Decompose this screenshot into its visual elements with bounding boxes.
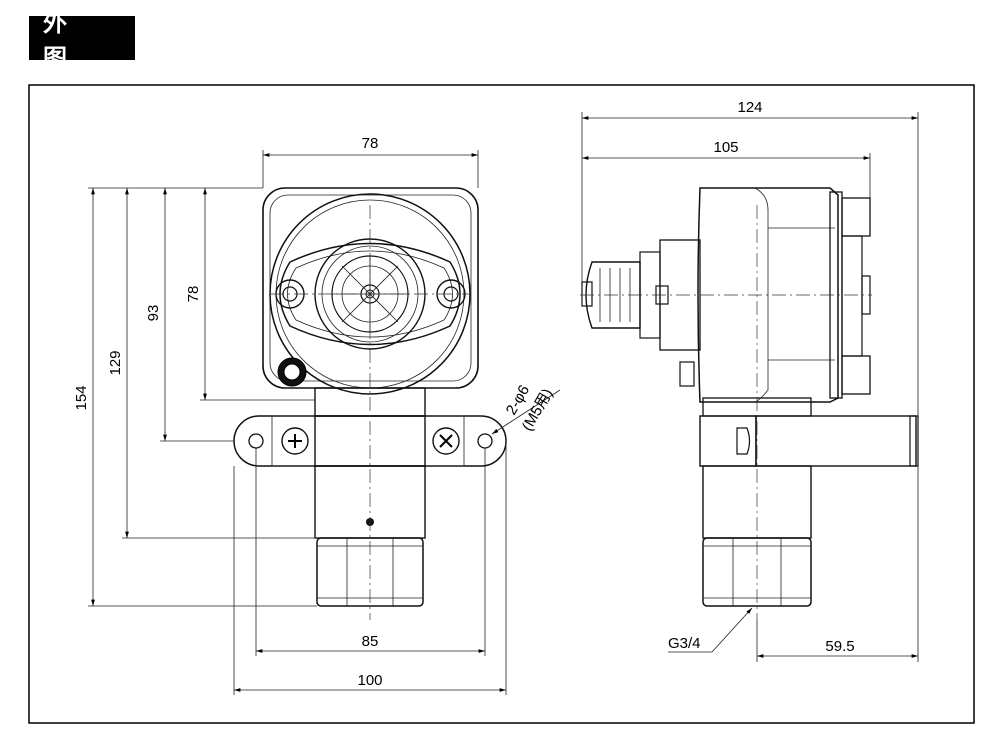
dim-length-124: 124 [737, 99, 762, 116]
front-view [233, 187, 507, 620]
side-view [580, 187, 919, 620]
dim-width-85: 85 [362, 633, 379, 650]
dim-height-154: 154 [73, 385, 90, 410]
dim-height-129: 129 [107, 350, 124, 375]
dim-top-width: 78 [362, 135, 379, 152]
dim-width-100: 100 [357, 672, 382, 689]
front-view-dimensions: 78 78 93 129 154 85 100 2-φ6 (M5用) [73, 135, 561, 695]
dim-offset-59-5: 59.5 [825, 638, 854, 655]
dim-height-78: 78 [185, 286, 202, 303]
drawing-frame [28, 84, 975, 724]
dim-height-93: 93 [145, 305, 162, 322]
side-view-dimensions: 124 105 59.5 G3/4 [581, 99, 919, 662]
dim-length-105: 105 [713, 139, 738, 156]
thread-label: G3/4 [668, 635, 701, 652]
